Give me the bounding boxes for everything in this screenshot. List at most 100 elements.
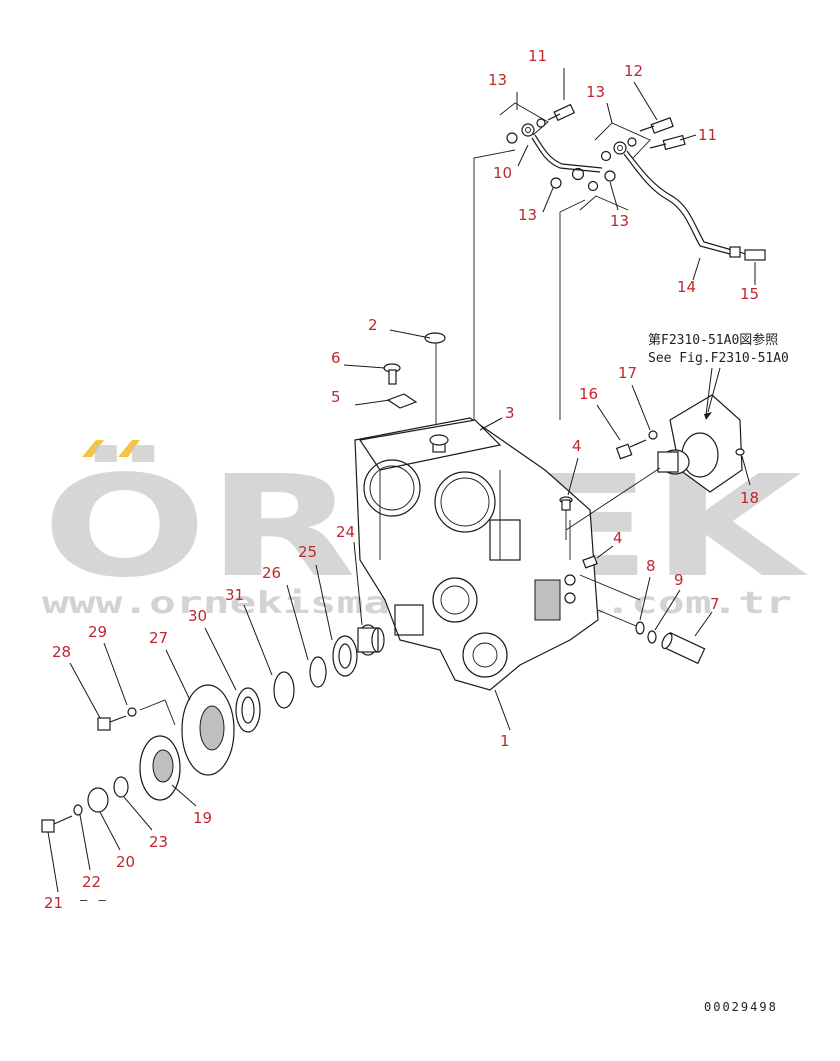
- reference-arrow: [707, 367, 721, 413]
- cover-plate-5: [386, 393, 418, 409]
- bolt-12: [639, 117, 674, 134]
- fitting-15: [729, 246, 766, 261]
- callout-5: 5: [331, 388, 341, 406]
- washer-22: [73, 804, 83, 816]
- cover-27: [181, 684, 235, 776]
- callout-23: 23: [149, 833, 168, 851]
- dash-mark: – –: [80, 893, 108, 907]
- o-ring-31: [273, 671, 295, 709]
- callout-25: 25: [298, 543, 317, 561]
- callout-16: 16: [579, 385, 598, 403]
- callout-1: 1: [500, 732, 510, 750]
- bolt-6: [383, 363, 401, 385]
- reference-note-jp: 第F2310-51A0図参照: [648, 332, 778, 348]
- callout-8: 8: [646, 557, 656, 575]
- callout-4-top: 4: [572, 437, 582, 455]
- washer-group-box-left: [499, 102, 549, 136]
- washer-13-g: [604, 170, 616, 182]
- output-shaft-stack: [41, 624, 385, 833]
- callout-24: 24: [336, 523, 355, 541]
- bolt-21: [41, 815, 73, 833]
- callout-19: 19: [193, 809, 212, 827]
- pipe-10: [531, 137, 601, 173]
- bolt-11-top: [547, 103, 576, 122]
- yoke-19: [139, 735, 181, 801]
- callout-3: 3: [505, 404, 515, 422]
- o-ring-8: [635, 621, 645, 635]
- oil-seal-30: [235, 687, 261, 733]
- seal-24: [357, 624, 385, 656]
- bolt-29-pointer: [139, 699, 176, 726]
- pipe-eye-10-b: [571, 167, 585, 181]
- washer-13-d: [627, 137, 637, 147]
- washer-13-c: [600, 150, 612, 162]
- transmission-case-1: [354, 417, 599, 691]
- washer-29: [127, 707, 137, 717]
- case-bore-bottom: [462, 632, 508, 678]
- case-side-pad: [534, 579, 561, 621]
- washer-13-a: [506, 132, 518, 144]
- case-bore-lower: [432, 577, 478, 623]
- plug-7: [661, 631, 706, 665]
- callout-7: 7: [710, 595, 720, 613]
- callout-13-lower-left: 13: [518, 206, 537, 224]
- washer-9: [647, 630, 657, 644]
- umlaut-accent-right: [118, 440, 140, 457]
- callout-4-side: 4: [613, 529, 623, 547]
- callout-2: 2: [368, 316, 378, 334]
- snap-ring-26: [309, 656, 327, 688]
- piping-assembly: [473, 102, 766, 430]
- callout-14: 14: [677, 278, 696, 296]
- alignment-line-left: [473, 149, 516, 430]
- washer-13-b: [536, 118, 546, 128]
- leader-lines: [47, 68, 756, 893]
- callout-28: 28: [52, 643, 71, 661]
- callout-15: 15: [740, 285, 759, 303]
- bolt-16: [615, 439, 647, 460]
- callout-21: 21: [44, 894, 63, 912]
- umlaut-accent-left: [82, 440, 104, 457]
- pin-18: [735, 448, 745, 456]
- washer-20: [87, 787, 109, 813]
- callout-11-right: 11: [698, 126, 717, 144]
- callout-27: 27: [149, 629, 168, 647]
- washer-13-f: [587, 180, 599, 192]
- callout-13-top-right: 13: [586, 83, 605, 101]
- callout-29: 29: [88, 623, 107, 641]
- o-ring-23: [113, 776, 129, 798]
- callout-13-lower-right: 13: [610, 212, 629, 230]
- plug-4-top: [559, 496, 573, 511]
- callout-22: 22: [82, 873, 101, 891]
- reference-arrowhead: [704, 412, 712, 420]
- alignment-line-right: [559, 199, 586, 420]
- washer-group-box-lower: [579, 195, 629, 211]
- callout-31: 31: [225, 586, 244, 604]
- callout-30: 30: [188, 607, 207, 625]
- callout-11-top: 11: [528, 47, 547, 65]
- reference-note-en: See Fig.F2310-51A0: [648, 351, 789, 366]
- callout-18: 18: [740, 489, 759, 507]
- reference-note: 第F2310-51A0図参照 See Fig.F2310-51A0: [648, 332, 789, 420]
- callout-26: 26: [262, 564, 281, 582]
- bolt-11-right: [649, 134, 686, 151]
- bearing-25: [332, 635, 358, 677]
- case-bore-right: [434, 471, 496, 533]
- bolt-28: [97, 715, 127, 731]
- callout-labels: 11 13 13 12 11 10 13 13 14 15 2 6 5 3 16…: [44, 47, 759, 912]
- washer-group-box-right: [594, 122, 651, 159]
- callout-10: 10: [493, 164, 512, 182]
- callout-9: 9: [674, 571, 684, 589]
- plug-4-side: [582, 555, 598, 569]
- callout-13-top-left: 13: [488, 71, 507, 89]
- pipe-eye-14: [613, 141, 627, 155]
- pipe-14: [623, 153, 731, 255]
- pump-assembly: [565, 394, 745, 531]
- callout-12: 12: [624, 62, 643, 80]
- pipe-eye-10-a: [521, 123, 535, 137]
- washer-17: [648, 430, 658, 440]
- callout-20: 20: [116, 853, 135, 871]
- callout-17: 17: [618, 364, 637, 382]
- drawing-code: 00029498: [704, 1000, 778, 1014]
